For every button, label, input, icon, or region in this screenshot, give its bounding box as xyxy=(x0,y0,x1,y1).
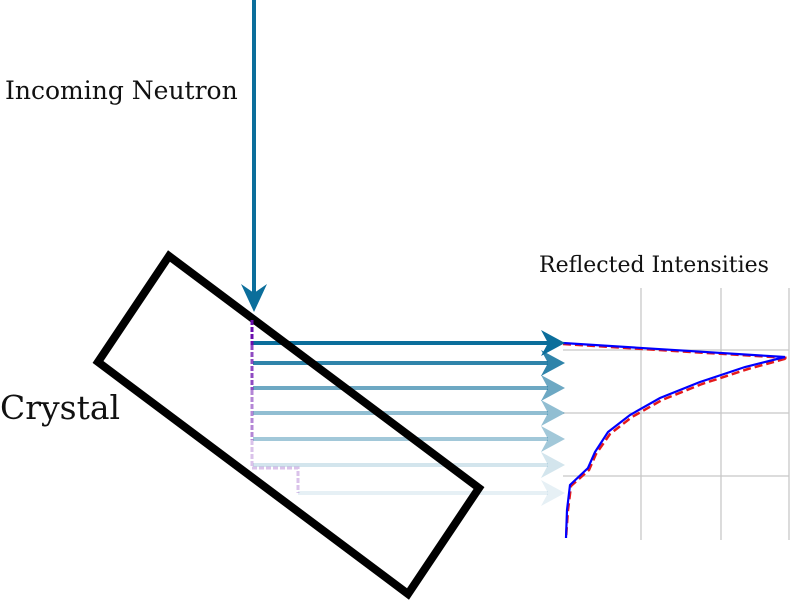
crystal-label: Crystal xyxy=(0,388,121,427)
incoming-neutron-label: Incoming Neutron xyxy=(5,76,238,105)
incoming-neutron-arrow xyxy=(241,0,267,312)
reference-curve xyxy=(562,342,789,539)
crystal-outline xyxy=(92,250,485,600)
reflected-arrows xyxy=(253,330,565,506)
measured-curve xyxy=(562,341,786,539)
penetration-path xyxy=(250,320,300,493)
reflected-intensities-label: Reflected Intensities xyxy=(539,253,769,278)
plot-grid xyxy=(563,288,790,540)
